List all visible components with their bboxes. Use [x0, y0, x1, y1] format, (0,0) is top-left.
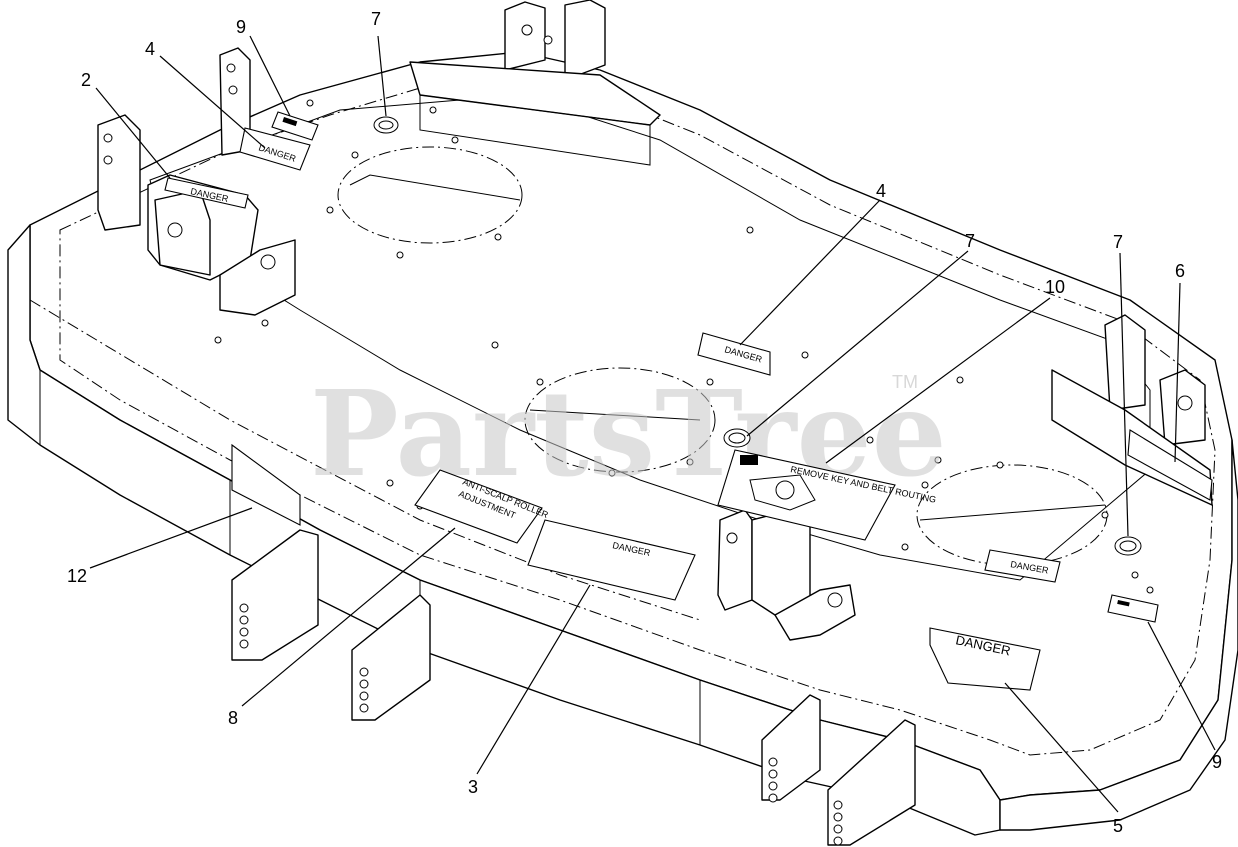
decal-danger-4a: DANGER — [239, 127, 311, 171]
callout-6: 6 — [1175, 261, 1185, 281]
callout-7-top: 7 — [371, 9, 381, 29]
rear-hitch-bracket — [409, 0, 661, 166]
decal-6 — [1127, 429, 1213, 501]
decal-9a — [271, 111, 319, 141]
decal-12 — [231, 443, 301, 526]
leader-lines — [89, 35, 1216, 813]
callout-8: 8 — [228, 708, 238, 728]
decal-danger-3: DANGER — [527, 519, 696, 601]
callout-4-mid: 4 — [876, 181, 886, 201]
callout-5: 5 — [1113, 816, 1123, 836]
callout-4-top: 4 — [145, 39, 155, 59]
left-pivot-bracket — [97, 47, 296, 316]
watermark-trademark: TM — [892, 372, 918, 392]
callout-12: 12 — [67, 566, 87, 586]
callout-7-mid: 7 — [965, 231, 975, 251]
decal-danger-4b: DANGER — [697, 332, 771, 376]
mounting-holes — [214, 99, 1154, 594]
center-pivot-bracket — [717, 509, 856, 641]
callout-2: 2 — [81, 70, 91, 90]
decal-9b — [1107, 594, 1159, 623]
callout-7-right: 7 — [1113, 232, 1123, 252]
decal-danger-right: DANGER — [984, 549, 1061, 583]
callout-9-right: 9 — [1212, 752, 1222, 772]
callout-10: 10 — [1045, 277, 1065, 297]
callout-3: 3 — [468, 777, 478, 797]
deck-plugs — [373, 116, 1142, 556]
callout-labels: 2 4 9 7 4 7 10 7 6 12 8 3 5 9 — [67, 9, 1222, 836]
anti-scalp-roller-plates — [231, 529, 916, 846]
callout-9-top: 9 — [236, 17, 246, 37]
